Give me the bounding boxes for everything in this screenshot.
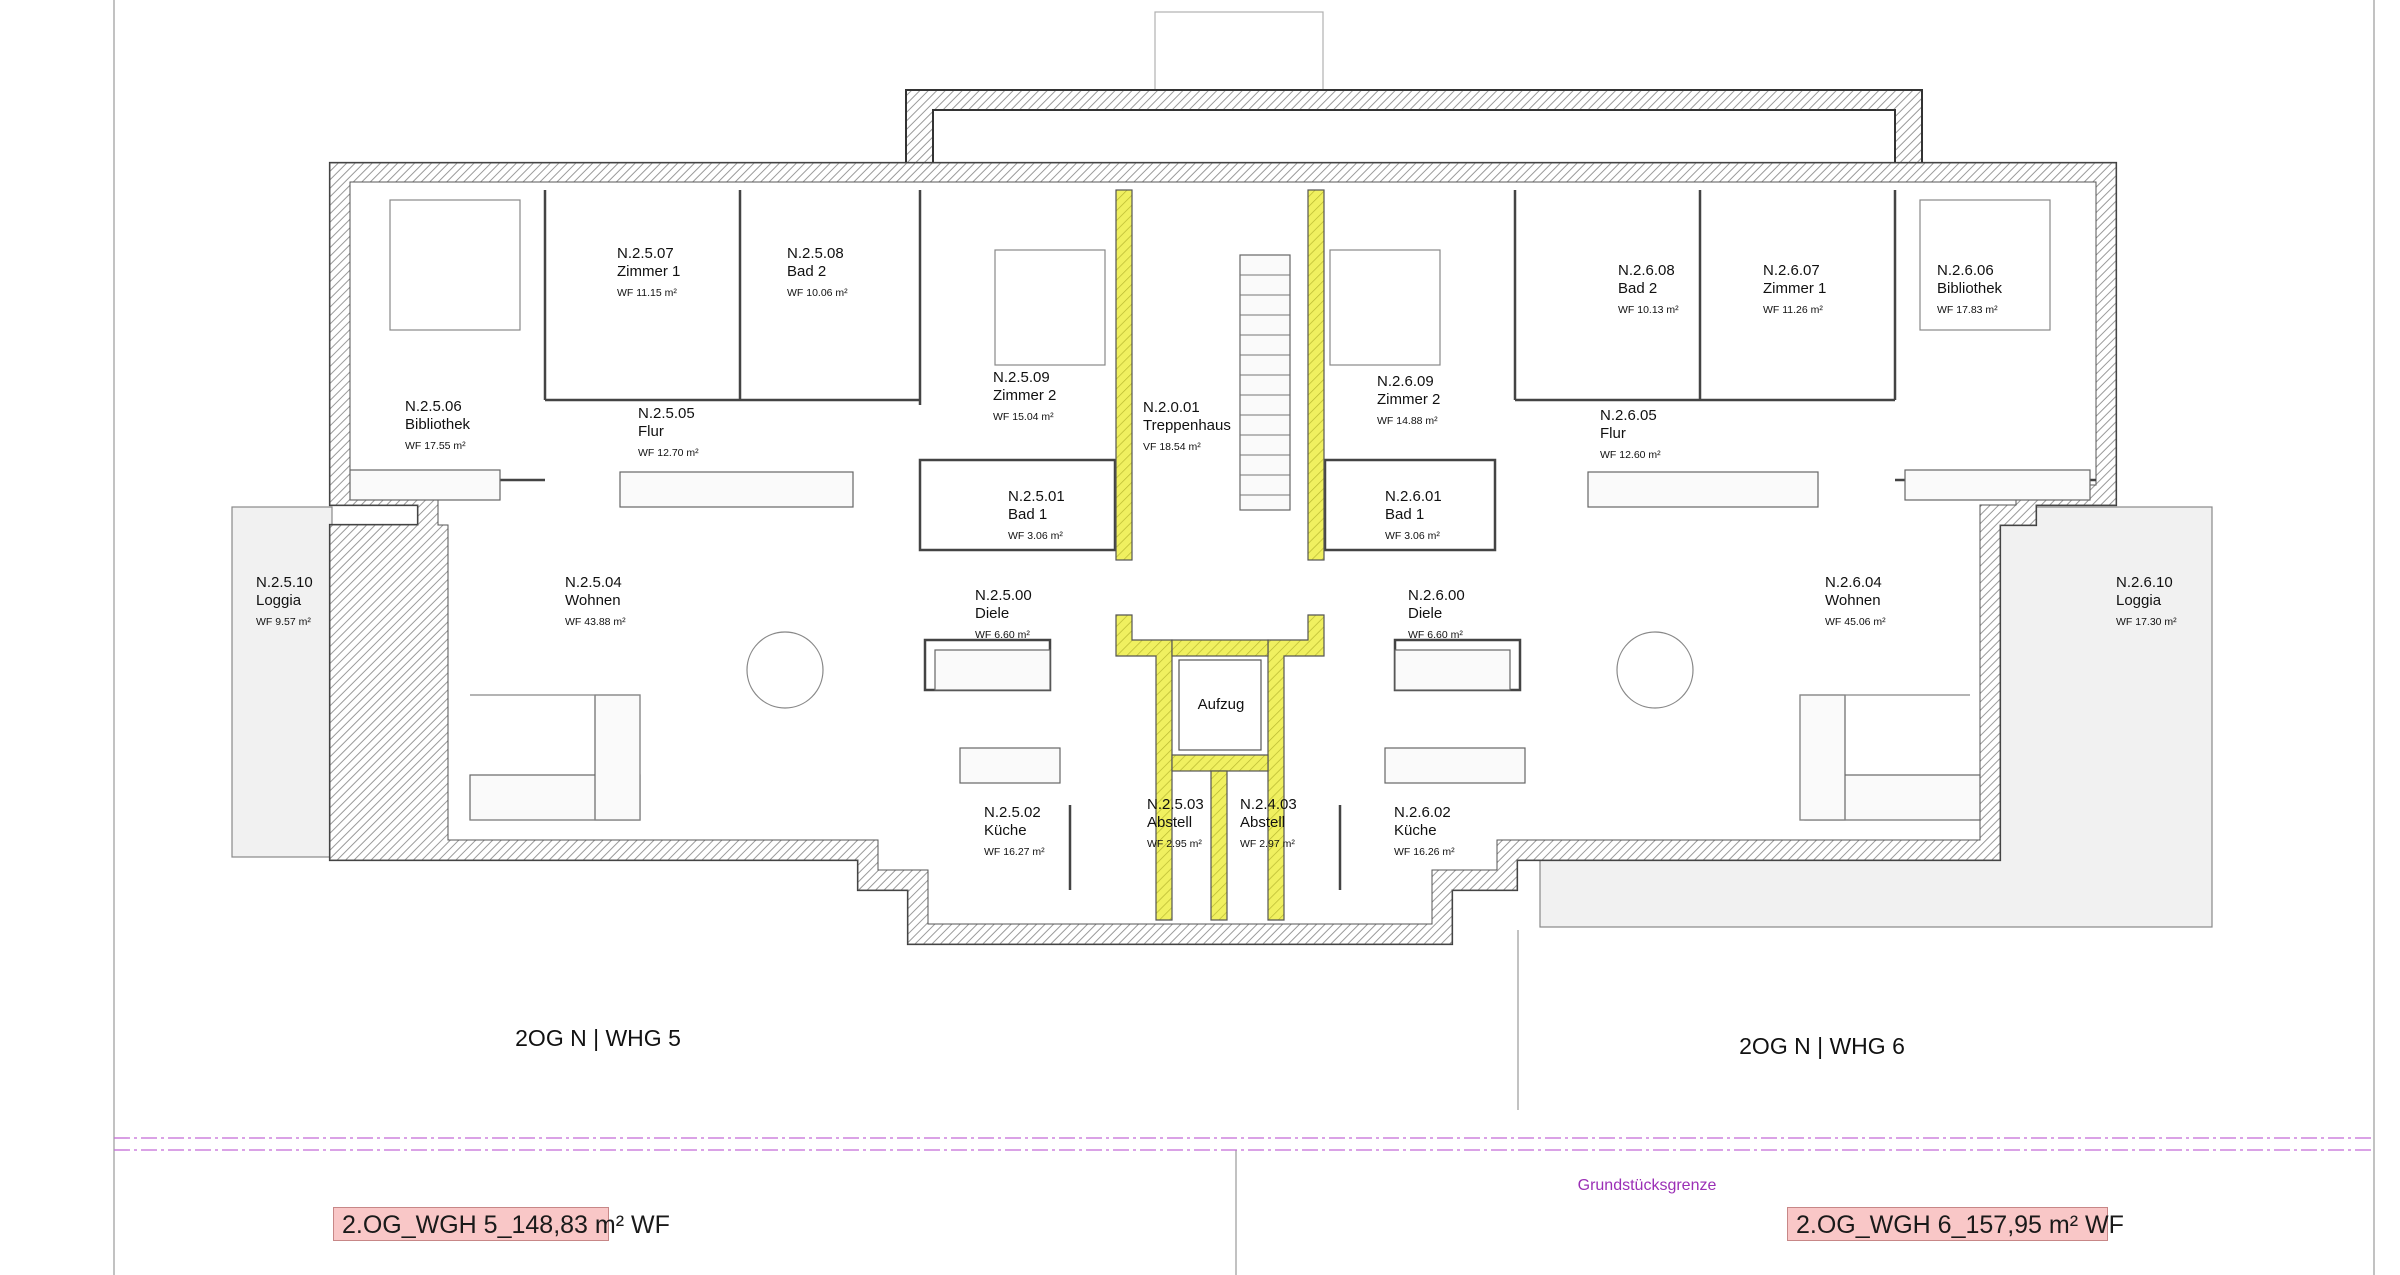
elevator-shaft	[1178, 659, 1262, 751]
room-id: N.2.6.06	[1937, 262, 1994, 279]
room-area: WF 3.06 m²	[1008, 530, 1063, 542]
room-name: Flur	[638, 423, 664, 440]
room-id: N.2.5.00	[975, 587, 1032, 604]
room-area: WF 16.26 m²	[1394, 846, 1455, 858]
room-name: Zimmer 1	[1763, 280, 1826, 297]
room-name: Abstell	[1240, 814, 1285, 831]
room-area: WF 10.06 m²	[787, 287, 848, 299]
room-area: WF 43.88 m²	[565, 616, 626, 628]
room-id: N.2.5.10	[256, 574, 313, 591]
room-area: WF 11.26 m²	[1763, 304, 1823, 316]
room-name: Diele	[1408, 605, 1442, 622]
room-area: WF 12.60 m²	[1600, 449, 1661, 461]
stair-steps	[1240, 274, 1290, 496]
furniture	[389, 199, 2051, 821]
room-name: Küche	[1394, 822, 1437, 839]
room-id: N.2.5.04	[565, 574, 622, 591]
room-name: Flur	[1600, 425, 1626, 442]
room-id: N.2.6.07	[1763, 262, 1820, 279]
room-area: WF 17.55 m²	[405, 440, 466, 452]
roof-outline	[905, 11, 1923, 166]
room-id: N.2.6.08	[1618, 262, 1675, 279]
boundary-label: Grundstücksgrenze	[1578, 1177, 1717, 1194]
room-id: N.2.5.09	[993, 369, 1050, 386]
room-id: N.2.5.03	[1147, 796, 1204, 813]
room-name: Bad 1	[1385, 506, 1424, 523]
room-name: Bad 1	[1008, 506, 1047, 523]
room-name: Zimmer 1	[617, 263, 680, 280]
room-name: Küche	[984, 822, 1027, 839]
room-name: Bibliothek	[1937, 280, 2003, 297]
room-id: N.2.6.05	[1600, 407, 1657, 424]
room-name: Treppenhaus	[1143, 417, 1231, 434]
room-id: N.2.5.08	[787, 245, 844, 262]
room-area: WF 14.88 m²	[1377, 415, 1438, 427]
room-area: WF 15.04 m²	[993, 411, 1054, 423]
room-area: WF 45.06 m²	[1825, 616, 1886, 628]
room-area: VF 18.54 m²	[1143, 441, 1201, 453]
room-name: Bibliothek	[405, 416, 471, 433]
room-name: Wohnen	[565, 592, 621, 609]
room-name: Loggia	[2116, 592, 2162, 609]
staircase-core	[1115, 189, 1325, 921]
room-id: N.2.6.04	[1825, 574, 1882, 591]
room-area: WF 2.95 m²	[1147, 838, 1202, 850]
room-id: N.2.5.05	[638, 405, 695, 422]
room-id: N.2.6.10	[2116, 574, 2173, 591]
sheet-frame	[113, 0, 2375, 1275]
room-area: WF 12.70 m²	[638, 447, 699, 459]
room-area: WF 3.06 m²	[1385, 530, 1440, 542]
room-name: Bad 2	[1618, 280, 1657, 297]
property-boundary	[114, 1137, 2374, 1151]
room-id: N.2.5.02	[984, 804, 1041, 821]
unit-title-left: 2OG N | WHG 5	[515, 1025, 681, 1051]
room-id: N.2.6.01	[1385, 488, 1442, 505]
room-name: Zimmer 2	[1377, 391, 1440, 408]
room-area: WF 17.30 m²	[2116, 616, 2177, 628]
room-id: N.2.6.00	[1408, 587, 1465, 604]
room-id: N.2.6.02	[1394, 804, 1451, 821]
unit-title-right: 2OG N | WHG 6	[1739, 1033, 1905, 1059]
room-name: Zimmer 2	[993, 387, 1056, 404]
room-id: N.2.0.01	[1143, 399, 1200, 416]
room-id: N.2.5.06	[405, 398, 462, 415]
room-area: WF 10.13 m²	[1618, 304, 1679, 316]
room-name: Wohnen	[1825, 592, 1881, 609]
room-area: WF 6.60 m²	[1408, 629, 1463, 641]
built-ins	[349, 254, 2091, 821]
room-id: N.2.4.03	[1240, 796, 1297, 813]
elevator-label: Aufzug	[1198, 696, 1245, 713]
room-area: WF 17.83 m²	[1937, 304, 1998, 316]
summary-left: 2.OG_WGH 5_148,83 m² WF	[333, 1207, 670, 1241]
room-area: WF 9.57 m²	[256, 616, 311, 628]
room-id: N.2.5.01	[1008, 488, 1065, 505]
room-name: Bad 2	[787, 263, 826, 280]
room-name: Abstell	[1147, 814, 1192, 831]
room-name: Diele	[975, 605, 1009, 622]
room-area: WF 16.27 m²	[984, 846, 1045, 858]
summary-right: 2.OG_WGH 6_157,95 m² WF	[1787, 1207, 2124, 1241]
room-area: WF 6.60 m²	[975, 629, 1030, 641]
room-name: Loggia	[256, 592, 302, 609]
room-area: WF 2.97 m²	[1240, 838, 1295, 850]
room-id: N.2.5.07	[617, 245, 674, 262]
room-id: N.2.6.09	[1377, 373, 1434, 390]
room-area: WF 11.15 m²	[617, 287, 677, 299]
